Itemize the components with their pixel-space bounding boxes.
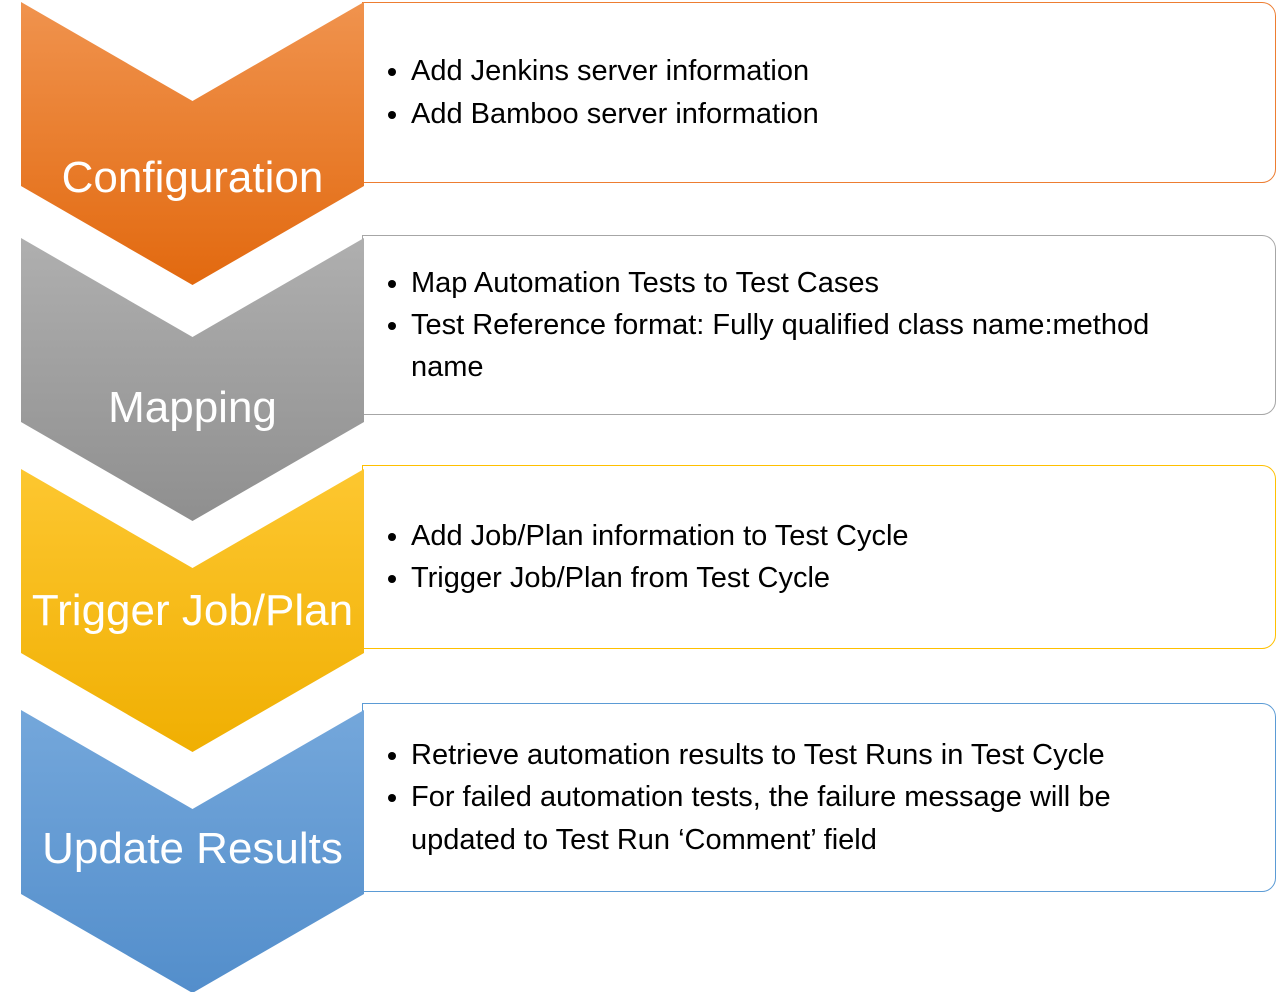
step-label: Mapping [108, 383, 277, 432]
chevron-update-results: Update Results [21, 710, 364, 992]
bullet-item: Add Jenkins server information [411, 50, 819, 92]
details-box-configuration: Add Jenkins server information Add Bambo… [362, 2, 1276, 183]
bullet-item: Retrieve automation results to Test Runs… [411, 734, 1205, 776]
details-box-update-results: Retrieve automation results to Test Runs… [362, 703, 1276, 892]
bullet-item: For failed automation tests, the failure… [411, 776, 1205, 860]
chevron-trigger-job-plan: Trigger Job/Plan [21, 469, 364, 752]
bullet-list: Add Job/Plan information to Test Cycle T… [363, 515, 979, 599]
details-box-trigger-job-plan: Add Job/Plan information to Test Cycle T… [362, 465, 1276, 649]
chevron-down-shape [21, 469, 364, 752]
step-label: Update Results [42, 824, 343, 873]
bullet-item: Map Automation Tests to Test Cases [411, 262, 1205, 304]
step-label: Trigger Job/Plan [31, 586, 354, 635]
bullet-item: Trigger Job/Plan from Test Cycle [411, 557, 909, 599]
bullet-item: Add Bamboo server information [411, 93, 819, 135]
bullet-item: Add Job/Plan information to Test Cycle [411, 515, 909, 557]
bullet-list: Map Automation Tests to Test Cases Test … [363, 262, 1275, 388]
details-box-mapping: Map Automation Tests to Test Cases Test … [362, 235, 1276, 415]
bullet-list: Retrieve automation results to Test Runs… [363, 734, 1275, 860]
bullet-item: Test Reference format: Fully qualified c… [411, 304, 1205, 388]
step-label: Configuration [61, 153, 324, 202]
chevron-down-shape [21, 710, 364, 992]
bullet-list: Add Jenkins server information Add Bambo… [363, 50, 889, 134]
chevron-configuration: Configuration [21, 2, 364, 285]
chevron-down-shape [21, 238, 364, 521]
chevron-mapping: Mapping [21, 238, 364, 521]
chevron-down-shape [21, 2, 364, 285]
